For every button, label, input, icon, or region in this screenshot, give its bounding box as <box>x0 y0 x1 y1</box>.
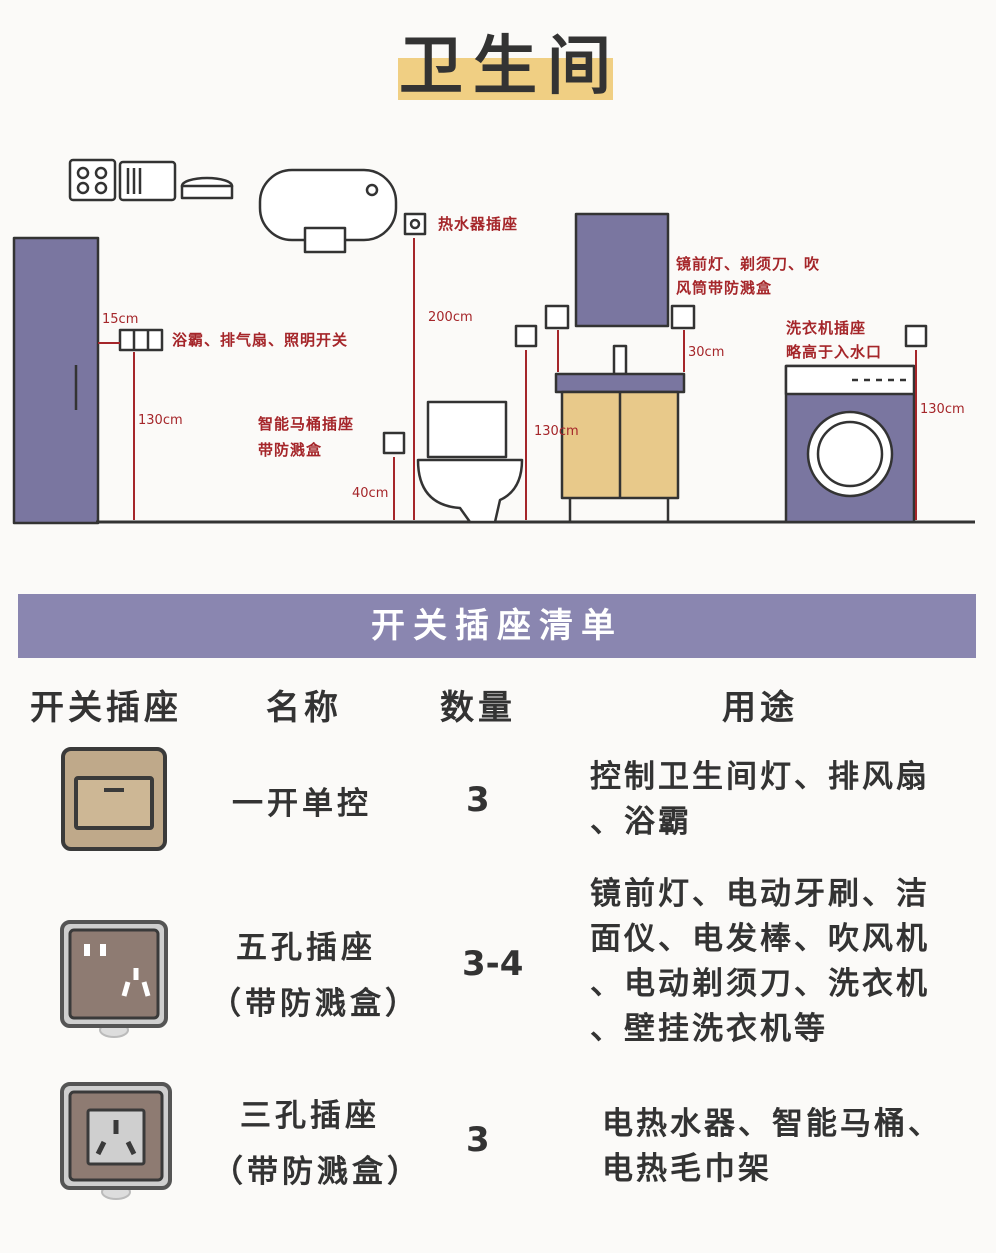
row3-usage: 电热水器、智能马桶、 电热毛巾架 <box>602 1102 942 1192</box>
row2-name: 五孔插座 <box>236 930 376 966</box>
single-switch-icon <box>61 747 167 851</box>
switch-label: 浴霸、排气扇、照明开关 <box>172 331 349 349</box>
toilet-socket-icon <box>382 431 406 455</box>
title-highlight <box>398 58 613 100</box>
heater-socket-icon <box>403 212 427 236</box>
wall-switch-icon <box>118 328 164 352</box>
bath-heater-icon <box>68 158 117 202</box>
basin-socket-icon <box>514 324 538 348</box>
dim-toilet-height: 40cm <box>352 486 389 501</box>
row2-name-note: （带防溅盒） <box>210 986 420 1022</box>
water-heater-icon <box>258 168 398 254</box>
door-icon <box>12 236 100 525</box>
ceiling-light-icon <box>180 176 234 200</box>
row3-name: 三孔插座 <box>240 1098 380 1134</box>
dim-mirror-offset: 30cm <box>688 345 725 360</box>
exhaust-fan-icon <box>118 160 177 202</box>
row3-usage-line: 电热毛巾架 <box>602 1151 772 1187</box>
heater-socket-label: 热水器插座 <box>438 215 519 233</box>
row2-usage-line: 镜前灯、电动牙刷、洁 <box>590 876 930 912</box>
header-quantity: 数量 <box>440 688 516 728</box>
dim-washer-height: 130cm <box>920 402 965 417</box>
list-banner-bg <box>18 594 976 658</box>
row3-name-note: （带防溅盒） <box>212 1154 422 1190</box>
washer-label-line2: 略高于入水口 <box>786 343 883 361</box>
row2-usage-line: 、壁挂洗衣机等 <box>590 1011 828 1047</box>
page-title: 卫生间 <box>399 30 621 104</box>
toilet-icon <box>416 400 524 524</box>
mirror-icon <box>574 212 670 328</box>
row3-usage-line: 电热水器、智能马桶、 <box>602 1106 942 1142</box>
five-hole-socket-icon <box>60 920 168 1038</box>
header-switch-socket: 开关插座 <box>30 688 182 728</box>
row1-usage-line: 控制卫生间灯、排风扇 <box>590 759 930 795</box>
mirror-socket-right-icon <box>670 304 696 330</box>
toilet-label-line1: 智能马桶插座 <box>258 415 355 433</box>
row2-usage-line: 、电动剃须刀、洗衣机 <box>590 966 930 1002</box>
bathroom-elevation-diagram <box>12 158 975 525</box>
row1-usage-line: 、浴霸 <box>590 804 692 840</box>
row1-usage: 控制卫生间灯、排风扇 、浴霸 <box>590 755 930 845</box>
row2-usage-line: 面仪、电发棒、吹风机 <box>590 921 930 957</box>
dim-switch-offset: 15cm <box>102 312 139 327</box>
dim-basin-height: 130cm <box>534 424 579 439</box>
dim-heater-height: 200cm <box>428 310 473 325</box>
toilet-label-line2: 带防溅盒 <box>258 441 323 459</box>
row1-name: 一开单控 <box>232 786 372 822</box>
mirror-socket-left-icon <box>544 304 570 330</box>
row3-qty: 3 <box>466 1120 490 1160</box>
header-usage: 用途 <box>722 688 798 728</box>
row2-qty: 3-4 <box>462 944 524 984</box>
header-name: 名称 <box>266 688 342 728</box>
three-hole-socket-icon <box>60 1082 172 1200</box>
list-banner: 开关插座清单 <box>371 606 623 646</box>
vanity-cabinet-icon <box>554 344 686 522</box>
dim-switch-height: 130cm <box>138 413 183 428</box>
mirror-label-line1: 镜前灯、剃须刀、吹 <box>676 255 821 273</box>
washing-machine-icon <box>784 364 916 524</box>
washer-label-line1: 洗衣机插座 <box>786 319 867 337</box>
mirror-label-line2: 风筒带防溅盒 <box>676 279 773 297</box>
washer-socket-icon <box>904 324 928 348</box>
row1-qty: 3 <box>466 780 490 820</box>
row2-usage: 镜前灯、电动牙刷、洁 面仪、电发棒、吹风机 、电动剃须刀、洗衣机 、壁挂洗衣机等 <box>590 872 930 1052</box>
